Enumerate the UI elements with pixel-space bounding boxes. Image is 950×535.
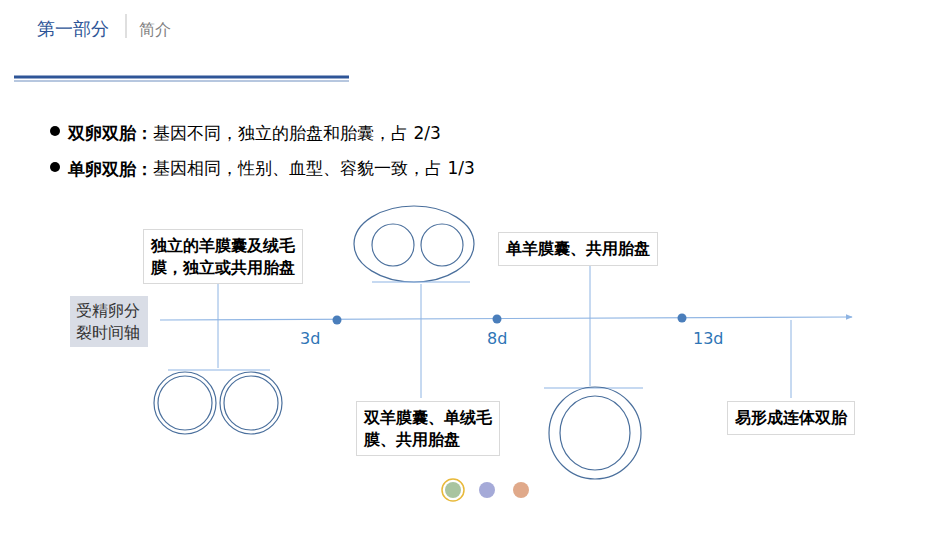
timeline-axis bbox=[160, 317, 852, 320]
timeline-tick: 3d bbox=[300, 326, 320, 352]
callout-box: 独立的羊膜囊及绒毛膜，独立或共用胎盘 bbox=[143, 229, 303, 284]
bullet-term: 单卵双胎： bbox=[68, 156, 153, 183]
timeline-dot bbox=[678, 314, 687, 323]
timeline-tick: 8d bbox=[487, 326, 507, 352]
timeline-dot bbox=[333, 316, 342, 325]
callout-box: 易形成连体双胎 bbox=[727, 401, 855, 435]
chorion-ellipse bbox=[549, 387, 641, 479]
leader-line bbox=[218, 284, 219, 368]
leader-line bbox=[791, 320, 792, 398]
bullet-dot bbox=[50, 126, 60, 136]
amnion-ellipse bbox=[560, 396, 630, 470]
amnion-circle bbox=[372, 224, 414, 266]
chorion-ellipse bbox=[354, 206, 474, 282]
page-indicator bbox=[445, 482, 461, 498]
callout-text: 易形成连体双胎 bbox=[735, 407, 847, 429]
leader-line bbox=[421, 284, 422, 398]
section-title: 第一部分 bbox=[37, 15, 109, 44]
callout-text: 双羊膜囊、单绒毛膜、共用胎盘 bbox=[364, 407, 492, 450]
timeline-tick: 13d bbox=[693, 326, 724, 352]
page-indicator bbox=[513, 482, 529, 498]
bullet-dot bbox=[50, 162, 60, 172]
amnion-circle bbox=[158, 376, 212, 430]
amnion-circle bbox=[421, 224, 463, 266]
bullet-text: 基因不同，独立的胎盘和胎囊，占 2/3 bbox=[153, 120, 441, 147]
callout-box: 双羊膜囊、单绒毛膜、共用胎盘 bbox=[356, 401, 500, 456]
baseline bbox=[168, 369, 270, 370]
section-subtitle: 简介 bbox=[139, 17, 171, 43]
callout-text: 独立的羊膜囊及绒毛膜，独立或共用胎盘 bbox=[151, 235, 295, 278]
page-indicator-ring bbox=[442, 479, 464, 501]
baseline bbox=[372, 281, 470, 282]
chorion-circle bbox=[220, 372, 282, 434]
header-divider bbox=[126, 14, 127, 38]
page-indicator bbox=[479, 482, 495, 498]
header-bar bbox=[14, 76, 349, 79]
amnion-circle bbox=[224, 376, 278, 430]
timeline-dot bbox=[493, 315, 502, 324]
callout-text: 单羊膜囊、共用胎盘 bbox=[506, 238, 650, 260]
header-bar bbox=[14, 81, 349, 82]
axis-label-box: 受精卵分裂时间轴 bbox=[70, 296, 148, 347]
leader-line bbox=[590, 263, 591, 386]
bullet-term: 双卵双胎： bbox=[68, 120, 153, 147]
bullet-text: 基因相同，性别、血型、容貌一致，占 1/3 bbox=[68, 151, 498, 187]
callout-box: 单羊膜囊、共用胎盘 bbox=[498, 232, 658, 266]
axis-label: 受精卵分裂时间轴 bbox=[76, 300, 140, 343]
chorion-circle bbox=[154, 372, 216, 434]
